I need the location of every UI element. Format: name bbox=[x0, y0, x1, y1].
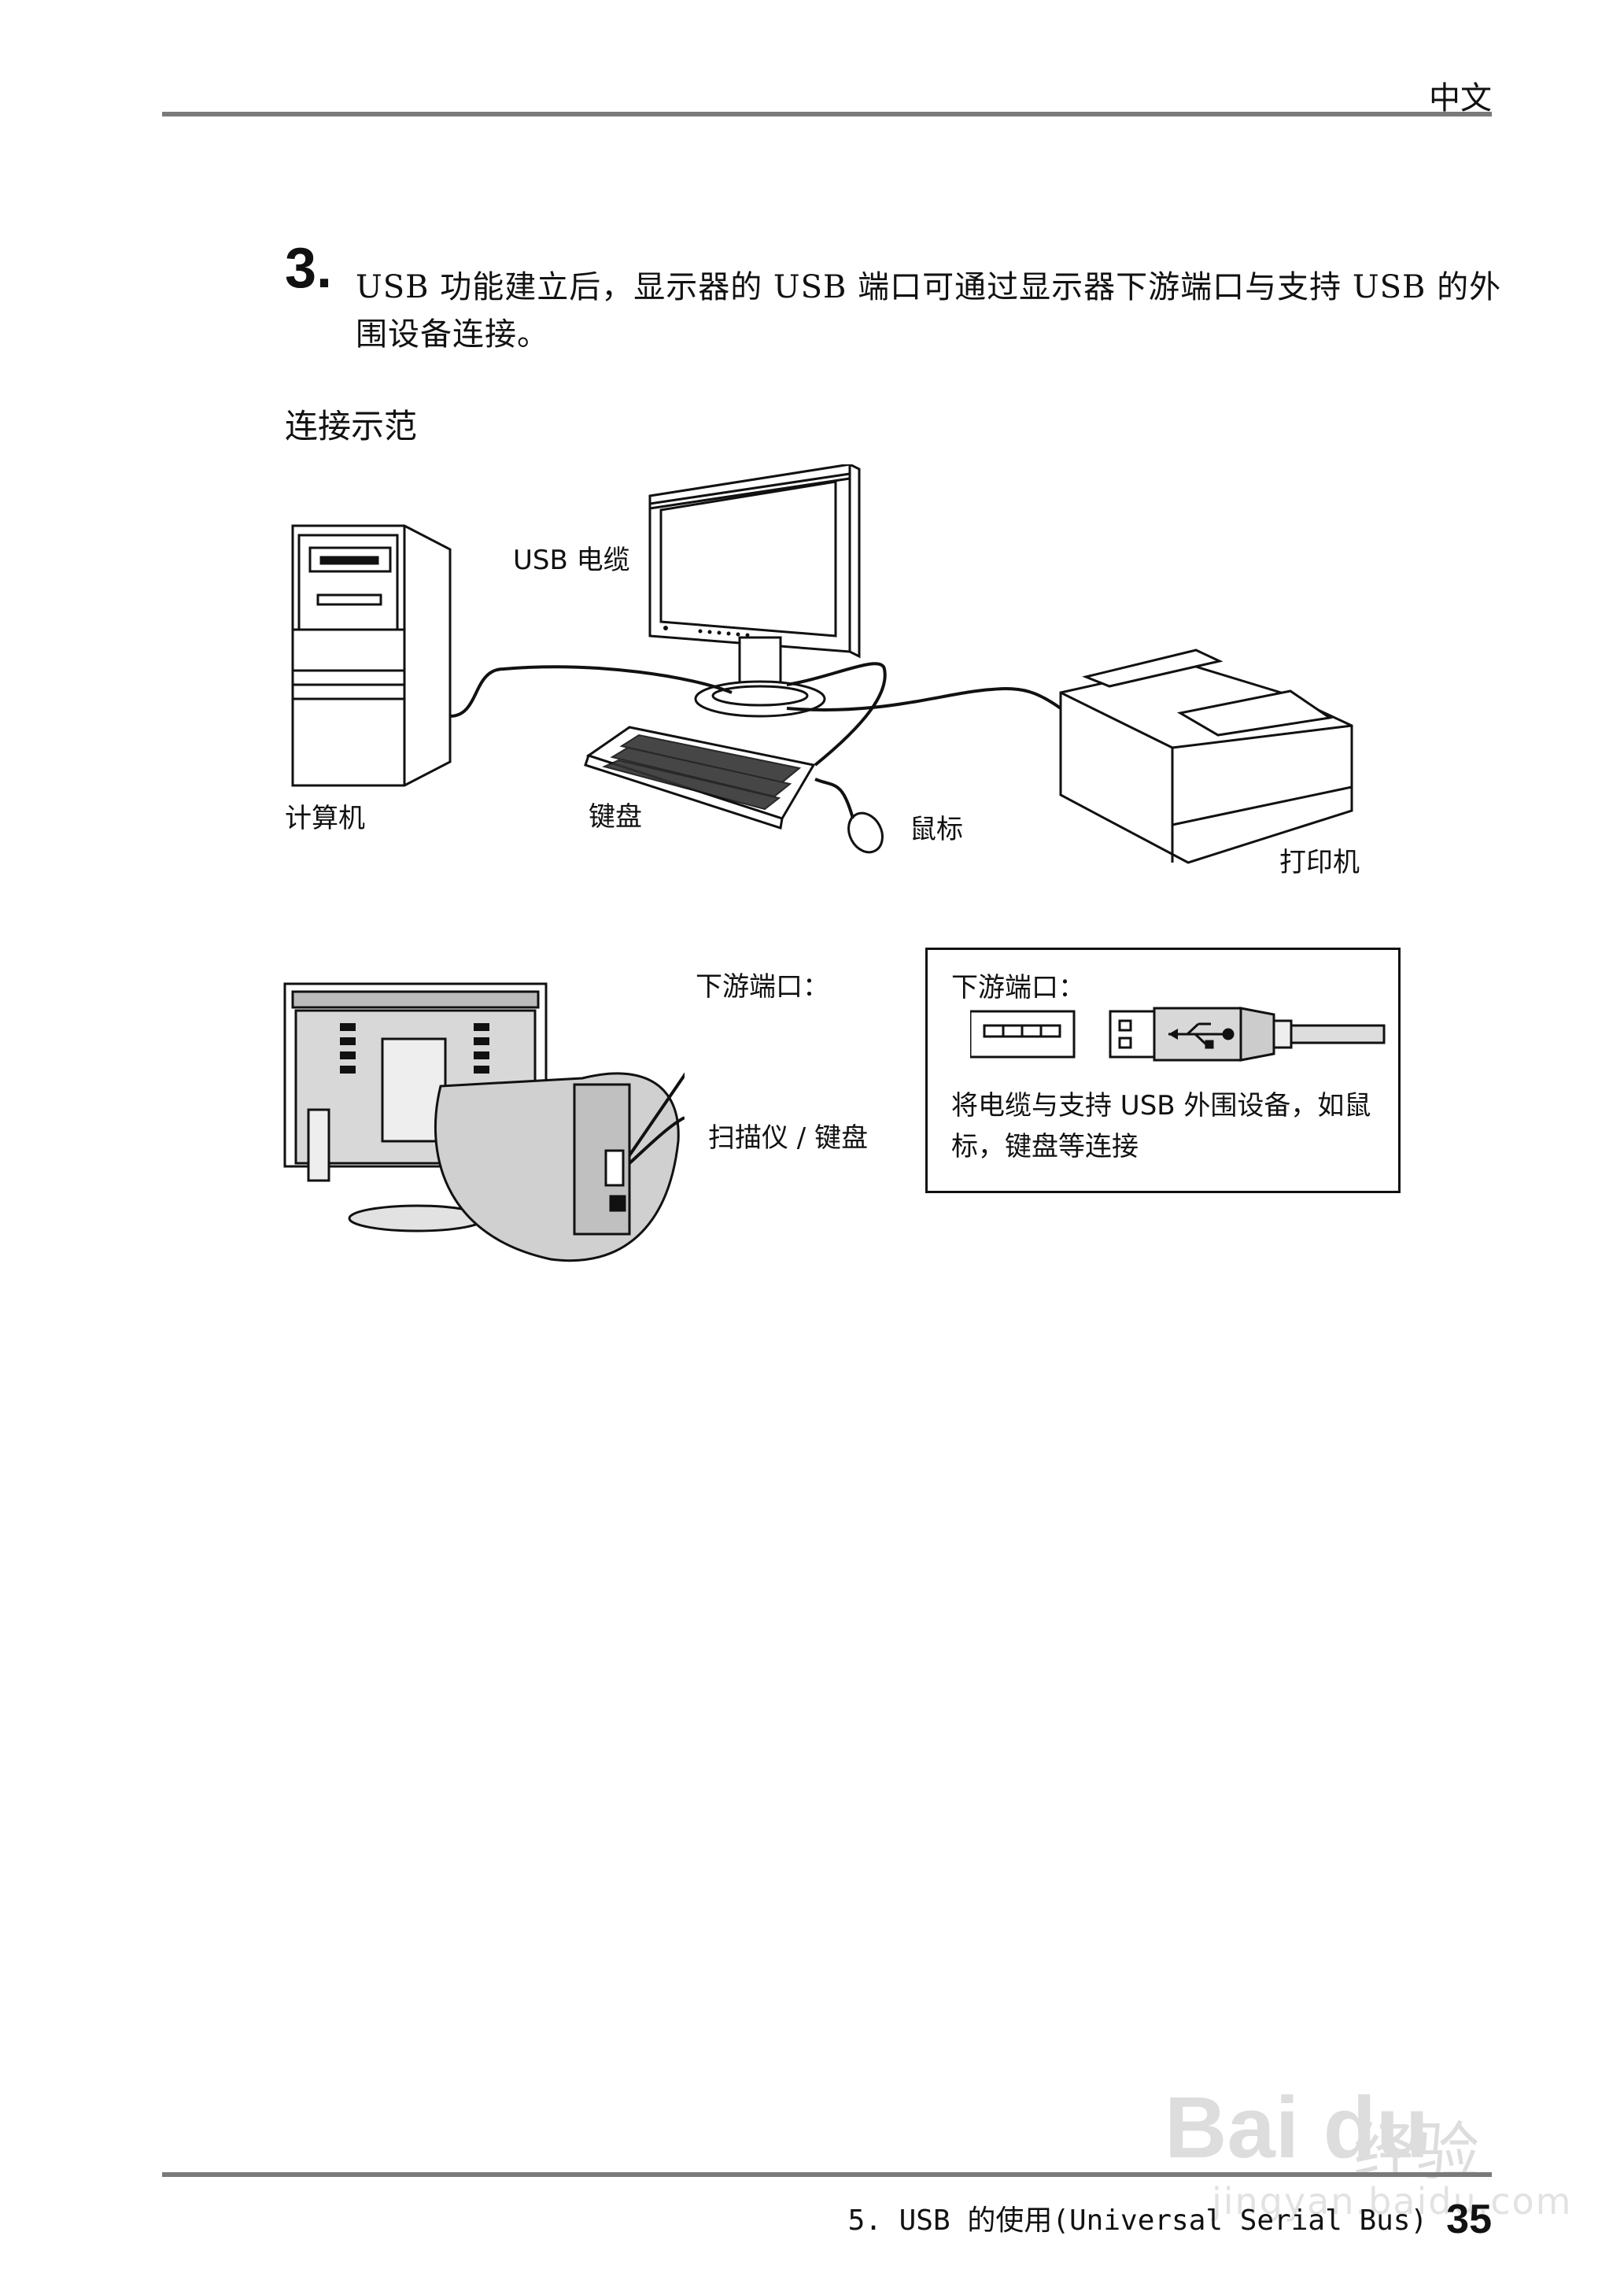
watermark-url: jingyan.baidu.com bbox=[1212, 2180, 1573, 2223]
printer-illustration bbox=[1059, 649, 1353, 864]
usb-plug-icon bbox=[1109, 1007, 1386, 1062]
footer-chapter: 5. USB 的使用(Universal Serial Bus) bbox=[847, 2204, 1428, 2237]
step-text-line1: USB 功能建立后，显示器的 USB 端口可通过显示器下游端口与支持 USB 的… bbox=[356, 269, 1502, 305]
header-rule bbox=[162, 112, 1492, 116]
computer-label: 计算机 bbox=[285, 803, 365, 834]
keyboard-label: 键盘 bbox=[589, 801, 642, 833]
watermark-cn: 经验 bbox=[1353, 2116, 1479, 2189]
device-label: 扫描仪 / 键盘 bbox=[708, 1122, 869, 1154]
box-desc-line2: 标，键盘等连接 bbox=[951, 1131, 1139, 1162]
mouse-label: 鼠标 bbox=[910, 814, 963, 845]
monitor-illustration bbox=[648, 464, 861, 718]
page-number: 35 bbox=[1446, 2197, 1492, 2242]
cable-mouse bbox=[814, 778, 854, 819]
printer-label: 打印机 bbox=[1279, 847, 1360, 878]
box-desc-line1: 将电缆与支持 USB 外围设备，如鼠 bbox=[951, 1090, 1371, 1122]
step-text-line2: 围设备连接。 bbox=[356, 316, 549, 353]
downstream-port-box: 下游端口： 将电缆与支持 USB 外围设备，如鼠 标，键盘等连接 bbox=[925, 948, 1401, 1193]
connection-diagram bbox=[291, 464, 1353, 864]
box-title: 下游端口： bbox=[951, 972, 1085, 1003]
page-footer: 5. USB 的使用(Universal Serial Bus) 35 bbox=[848, 2196, 1492, 2243]
mouse-illustration bbox=[847, 811, 884, 854]
footer-rule bbox=[162, 2172, 1492, 2177]
usb-connector-icons bbox=[970, 1007, 1386, 1062]
monitor-back-diagram bbox=[283, 982, 685, 1262]
keyboard-illustration bbox=[584, 726, 816, 830]
usb-cable-computer bbox=[449, 665, 733, 718]
computer-illustration bbox=[291, 524, 452, 787]
watermark-brand: Bai du bbox=[1164, 2079, 1430, 2176]
header-language: 中文 bbox=[1429, 80, 1492, 116]
downstream-port-label: 下游端口： bbox=[696, 971, 829, 1003]
usb-cable-label: USB 电缆 bbox=[513, 545, 630, 576]
usb-cable-keyboard bbox=[786, 662, 887, 767]
section-title: 连接示范 bbox=[285, 407, 418, 445]
usb-cable-printer bbox=[786, 687, 1062, 711]
step-number: 3. bbox=[285, 237, 333, 300]
